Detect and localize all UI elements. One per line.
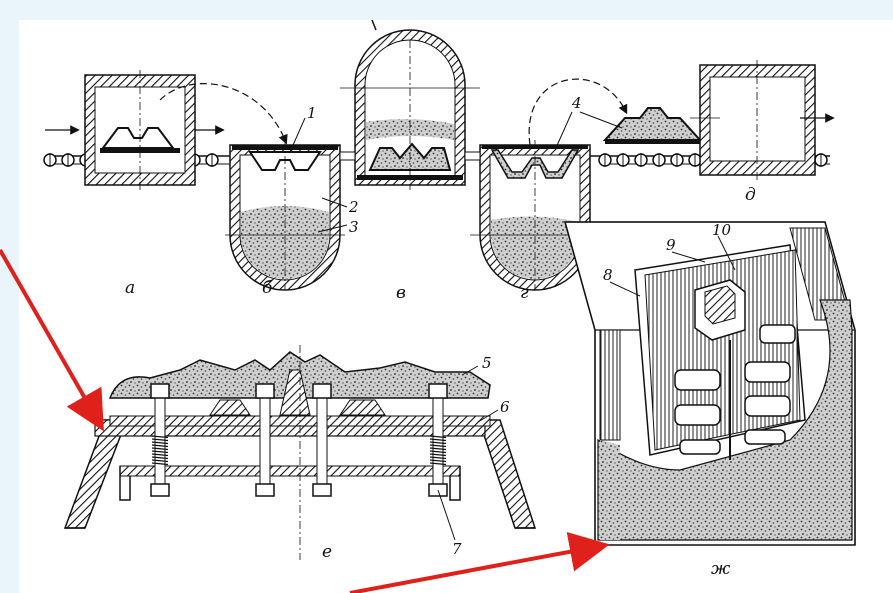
leader-lines-top — [289, 111, 623, 233]
stage-d-oven — [690, 60, 835, 180]
stage-connectors — [339, 151, 481, 161]
label-part-3: 3 — [349, 218, 359, 236]
label-part-10: 10 — [712, 221, 732, 239]
stage-a-oven — [45, 70, 225, 190]
stage-v-inverted-box — [340, 19, 480, 190]
clamp-bolt — [312, 383, 332, 497]
stage-zh-flask-cutaway — [564, 221, 856, 546]
stage-e-shell-assembly — [63, 345, 537, 560]
label-part-8: 8 — [603, 266, 613, 284]
label-stage-e: е — [322, 542, 332, 562]
label-stage-d: д — [745, 185, 756, 205]
transfer-arc-g-shell — [528, 78, 628, 146]
clamp-bolt — [255, 383, 275, 497]
stripped-shell — [602, 107, 703, 144]
red-arrow-left — [0, 249, 104, 432]
red-arrow-bottom — [349, 532, 610, 593]
label-part-7: 7 — [452, 540, 462, 558]
clamp-bolt — [428, 383, 448, 497]
stage-b-sand-box — [225, 140, 345, 291]
transfer-arc-a-b — [159, 83, 288, 145]
label-stage-g: г — [520, 283, 529, 303]
label-part-2: 2 — [348, 198, 359, 216]
label-part-9: 9 — [666, 236, 676, 254]
label-part-4: 4 — [571, 94, 582, 112]
clamp-bolt — [150, 383, 170, 497]
label-stage-a: а — [125, 278, 135, 298]
label-part-5: 5 — [482, 354, 492, 372]
label-stage-b: б — [262, 278, 273, 298]
label-part-1: 1 — [307, 104, 317, 122]
label-stage-v: в — [396, 283, 406, 303]
label-part-6: 6 — [500, 398, 510, 416]
label-stage-zh: ж — [711, 559, 731, 579]
leader-lines-zh — [609, 235, 736, 297]
leader-lines-e — [437, 365, 499, 541]
